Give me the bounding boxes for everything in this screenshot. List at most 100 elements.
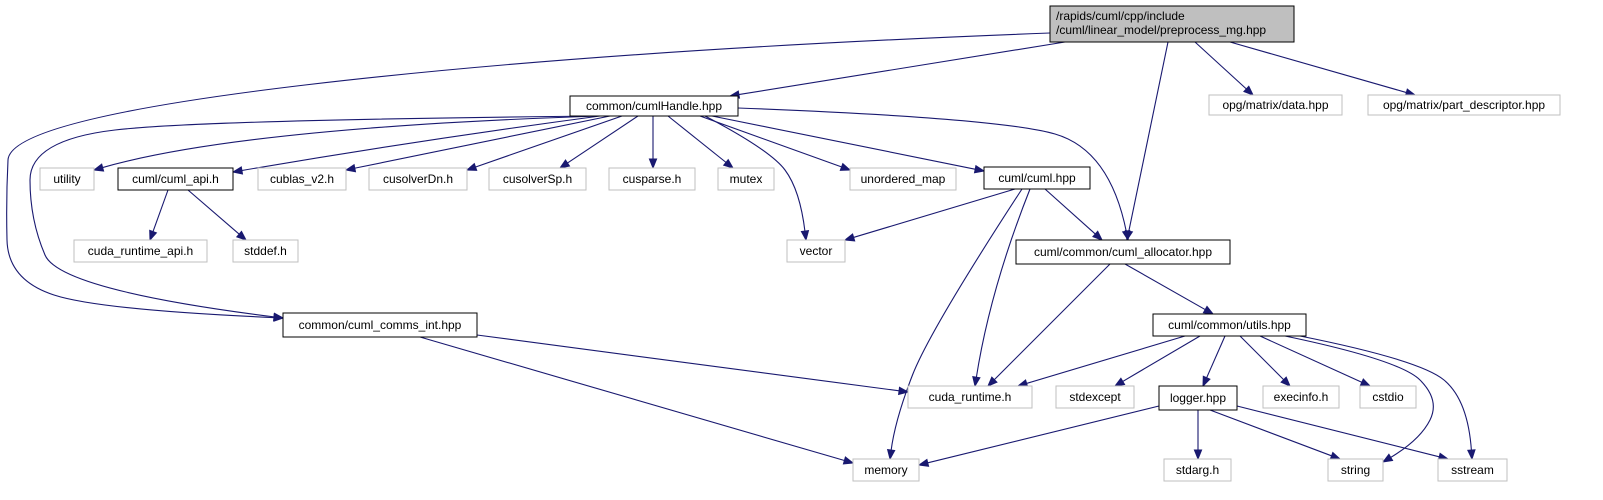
edge-root-to-opg_data	[1194, 41, 1254, 96]
node-label: common/cuml_comms_int.hpp	[299, 318, 462, 332]
node-label: opg/matrix/data.hpp	[1222, 98, 1328, 112]
node-box	[1367, 94, 1561, 116]
node-execinfo: execinfo.h	[1262, 385, 1340, 409]
node-memory: memory	[852, 458, 920, 482]
node-cusparse: cusparse.h	[608, 167, 696, 191]
node-label: string	[1341, 463, 1370, 477]
node-cusolverSp: cusolverSp.h	[488, 167, 587, 191]
node-cusolverDn: cusolverDn.h	[368, 167, 468, 191]
edge-cuml_hpp-to-vector	[843, 188, 1016, 242]
edge-utils-to-stdexcept	[1113, 335, 1201, 387]
node-cuml-hpp[interactable]: cuml/cuml.hpp	[983, 166, 1091, 190]
edge-cuml_allocator-to-cuda_runtime	[987, 263, 1111, 387]
node-label: cublas_v2.h	[270, 172, 334, 186]
edge-cumlHandle-to-cuml_allocator	[737, 107, 1131, 242]
edge-root-to-cumlHandle	[728, 41, 1066, 99]
node-box	[368, 167, 468, 191]
node-comms-int[interactable]: common/cuml_comms_int.hpp	[282, 312, 478, 338]
edge-utils-to-execinfo	[1239, 335, 1291, 387]
node-opg-part: opg/matrix/part_descriptor.hpp	[1367, 94, 1561, 116]
node-label: stddef.h	[244, 244, 287, 258]
node-label: common/cumlHandle.hpp	[586, 99, 722, 113]
node-box	[849, 167, 957, 191]
node-label: cuml/common/cuml_allocator.hpp	[1034, 245, 1212, 259]
edge-utils-to-sstream	[1299, 335, 1476, 461]
node-cublas: cublas_v2.h	[257, 167, 347, 191]
node-box	[786, 239, 846, 263]
node-label: /cuml/linear_model/preprocess_mg.hpp	[1056, 23, 1266, 37]
node-box	[73, 239, 208, 263]
node-label: cuda_runtime_api.h	[88, 244, 193, 258]
node-box	[1163, 458, 1232, 482]
node-box	[1437, 458, 1508, 482]
node-cstdio: cstdio	[1359, 385, 1417, 409]
node-sstream: sstream	[1437, 458, 1508, 482]
edge-utils-to-cstdio	[1259, 335, 1372, 387]
node-label: opg/matrix/part_descriptor.hpp	[1383, 98, 1545, 112]
edge-comms_int-to-memory	[419, 336, 855, 465]
node-box	[1049, 5, 1295, 43]
node-box[interactable]	[1158, 385, 1238, 411]
node-label: /rapids/cuml/cpp/include	[1056, 9, 1185, 23]
edge-cumlHandle-to-cublas	[344, 115, 611, 173]
node-cuda-runtime: cuda_runtime.h	[907, 385, 1033, 409]
edge-root-to-cuml_allocator	[1124, 41, 1169, 242]
edge-logger-to-stdarg	[1193, 410, 1203, 461]
node-cuml-api[interactable]: cuml/cuml_api.h	[117, 167, 234, 191]
node-stddef: stddef.h	[232, 239, 299, 263]
node-box[interactable]	[983, 166, 1091, 190]
nodes-layer: /rapids/cuml/cpp/include/cuml/linear_mod…	[39, 5, 1561, 482]
node-cuml-allocator[interactable]: cuml/common/cuml_allocator.hpp	[1015, 239, 1231, 265]
node-label: cuml/common/utils.hpp	[1168, 318, 1291, 332]
edge-cuml_hpp-to-memory	[886, 188, 1023, 461]
edge-cuml_api-to-stddef	[187, 189, 248, 241]
node-string: string	[1327, 458, 1384, 482]
node-label: stdexcept	[1069, 390, 1121, 404]
node-label: cuda_runtime.h	[929, 390, 1012, 404]
node-box[interactable]	[1015, 239, 1231, 265]
node-label: memory	[864, 463, 907, 477]
node-box[interactable]	[282, 312, 478, 338]
node-box	[717, 167, 775, 191]
node-label: mutex	[730, 172, 763, 186]
node-stdarg: stdarg.h	[1163, 458, 1232, 482]
edge-logger-to-sstream	[1236, 405, 1450, 461]
node-label: cusolverSp.h	[503, 172, 572, 186]
node-box	[1327, 458, 1384, 482]
node-box	[907, 385, 1033, 409]
node-box	[257, 167, 347, 191]
node-box	[232, 239, 299, 263]
edge-utils-to-logger	[1202, 335, 1226, 388]
node-label: cusparse.h	[623, 172, 682, 186]
edge-cuml_allocator-to-utils	[1124, 263, 1215, 315]
node-utility: utility	[39, 167, 95, 191]
node-label: unordered_map	[861, 172, 946, 186]
node-logger[interactable]: logger.hpp	[1158, 385, 1238, 411]
node-vector: vector	[786, 239, 846, 263]
node-mutex: mutex	[717, 167, 775, 191]
edge-cuml_api-to-cuda_runtime_api	[149, 189, 169, 242]
node-box[interactable]	[1152, 313, 1307, 337]
edge-cumlHandle-to-vector	[704, 115, 810, 242]
edge-cumlHandle-to-cuml_api	[231, 115, 601, 175]
edge-cumlHandle-to-comms_int	[29, 115, 601, 322]
edge-cuml_hpp-to-cuda_runtime	[972, 188, 1031, 388]
node-box	[1208, 94, 1343, 116]
node-label: utility	[53, 172, 80, 186]
node-box	[1262, 385, 1340, 409]
edge-logger-to-memory	[917, 405, 1160, 467]
node-box[interactable]	[569, 95, 739, 117]
node-box	[1359, 385, 1417, 409]
node-box	[852, 458, 920, 482]
node-label: logger.hpp	[1170, 391, 1226, 405]
node-label: cuml/cuml_api.h	[132, 172, 219, 186]
node-label: stdarg.h	[1176, 463, 1219, 477]
node-cumlHandle[interactable]: common/cumlHandle.hpp	[569, 95, 739, 117]
node-box[interactable]	[117, 167, 234, 191]
edge-cumlHandle-to-cuml_hpp	[711, 115, 986, 174]
node-label: cstdio	[1372, 390, 1404, 404]
edge-cumlHandle-to-mutex	[667, 115, 735, 169]
node-utils[interactable]: cuml/common/utils.hpp	[1152, 313, 1307, 337]
node-root: /rapids/cuml/cpp/include/cuml/linear_mod…	[1049, 5, 1295, 43]
